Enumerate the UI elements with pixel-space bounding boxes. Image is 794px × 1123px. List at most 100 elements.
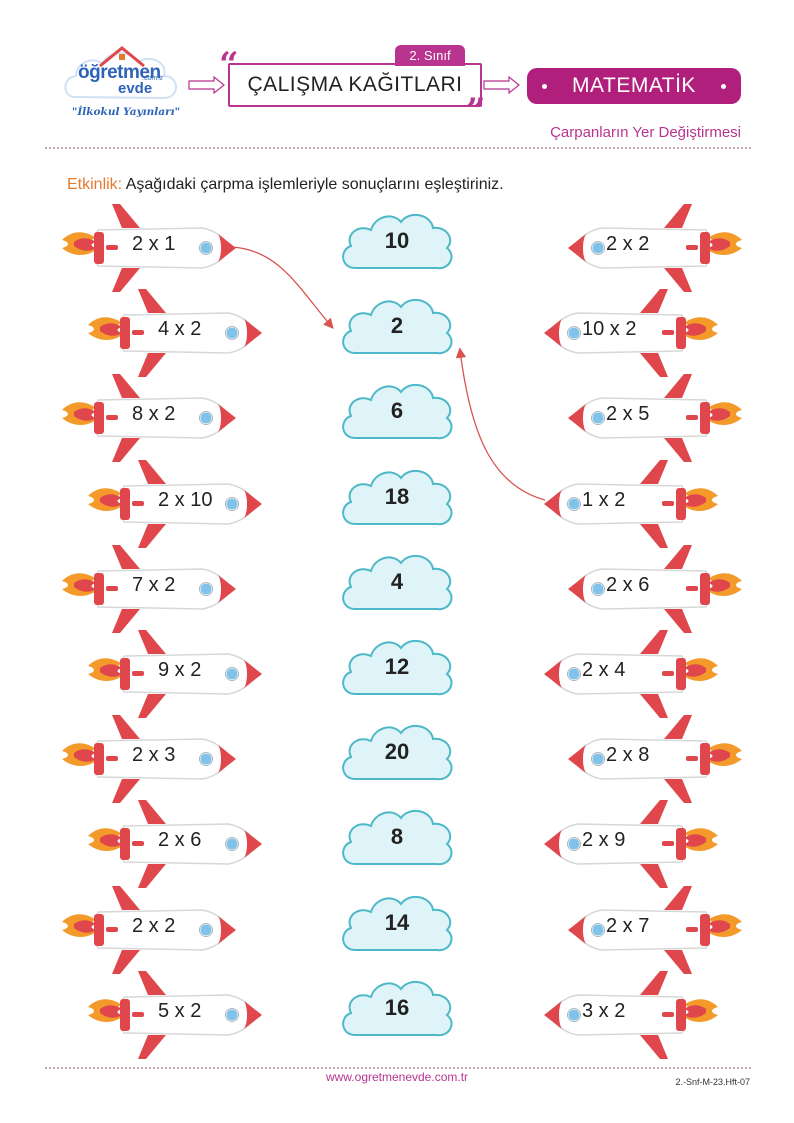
right-rocket-expression: 1 x 2: [582, 488, 626, 511]
rocket-icon: [88, 800, 262, 889]
answer-cloud-number: 10: [384, 228, 410, 253]
right-rocket-expression: 3 x 2: [582, 999, 626, 1022]
subject-badge: MATEMATİK: [527, 68, 741, 104]
cloud-shape: [342, 554, 453, 610]
right-rocket[interactable]: 2 x 6: [564, 541, 744, 637]
right-rocket[interactable]: 1 x 2: [540, 456, 720, 552]
rocket-icon: [62, 715, 236, 804]
bullet-icon: [721, 83, 727, 89]
left-rocket[interactable]: 2 x 1: [60, 200, 240, 296]
rocket-icon: [544, 289, 718, 378]
answer-cloud[interactable]: 20: [335, 717, 459, 789]
right-rocket[interactable]: 2 x 2: [564, 200, 744, 296]
left-rocket[interactable]: 2 x 2: [60, 882, 240, 978]
answer-cloud[interactable]: 8: [335, 802, 459, 874]
left-rocket-expression: 2 x 2: [132, 914, 176, 937]
answer-cloud[interactable]: 12: [335, 632, 459, 704]
rocket-icon: [568, 544, 742, 633]
cloud-shape: [342, 299, 453, 355]
rocket-icon: [62, 374, 236, 463]
answer-cloud[interactable]: 6: [335, 376, 459, 448]
left-rocket[interactable]: 8 x 2: [60, 370, 240, 466]
left-rocket[interactable]: 2 x 3: [60, 711, 240, 807]
rocket-icon: [544, 630, 718, 718]
right-rocket-expression: 2 x 7: [606, 914, 650, 937]
right-rocket-expression: 2 x 4: [582, 659, 626, 681]
publisher-logo: öğretmen evde .com.tr "İlkokul Yayınları…: [60, 42, 185, 132]
cloud-shape: [342, 639, 453, 696]
rocket-icon: [62, 204, 236, 292]
left-rocket[interactable]: 4 x 2: [86, 285, 266, 381]
answer-cloud-number: 14: [384, 909, 410, 935]
right-rocket[interactable]: 3 x 2: [540, 967, 720, 1063]
answer-cloud[interactable]: 14: [335, 888, 459, 960]
answer-cloud-number: 2: [390, 313, 404, 339]
left-rocket-expression: 9 x 2: [158, 659, 202, 681]
footer-code: 2.-Snf-M-23.Hft-07: [675, 1077, 750, 1087]
answer-cloud[interactable]: 16: [335, 973, 459, 1045]
rocket-icon: [62, 885, 236, 974]
rocket-icon: [88, 630, 262, 718]
right-rocket[interactable]: 2 x 5: [564, 370, 744, 466]
left-rocket[interactable]: 2 x 10: [86, 456, 266, 552]
left-rocket[interactable]: 2 x 6: [86, 796, 266, 892]
logo-cloud-house: [64, 46, 177, 100]
answer-cloud[interactable]: 4: [335, 547, 459, 619]
left-rocket[interactable]: 5 x 2: [86, 967, 266, 1063]
rocket-icon: [568, 715, 742, 804]
rocket-icon: [568, 204, 742, 292]
footer-divider: [45, 1067, 751, 1069]
rocket-icon: [88, 970, 262, 1059]
left-rocket[interactable]: 7 x 2: [60, 541, 240, 637]
left-rocket-expression: 8 x 2: [132, 403, 176, 426]
cloud-shape: [342, 213, 453, 270]
close-quote-mark: ”: [466, 91, 486, 131]
arrow-outline-icon: [483, 76, 520, 94]
logo-domain: .com.tr: [142, 75, 164, 82]
left-rocket-expression: 7 x 2: [132, 573, 176, 596]
right-rocket[interactable]: 2 x 9: [540, 796, 720, 892]
right-rocket[interactable]: 2 x 7: [564, 882, 744, 978]
logo-word: öğretmen: [78, 62, 161, 83]
left-rocket-expression: 2 x 3: [132, 744, 176, 767]
rocket-icon: [568, 374, 742, 463]
header-divider: [45, 147, 751, 149]
answer-cloud-number: 20: [384, 739, 410, 765]
left-rocket-expression: 2 x 10: [158, 488, 213, 511]
right-rocket-expression: 10 x 2: [582, 318, 637, 341]
right-rocket[interactable]: 10 x 2: [540, 285, 720, 381]
left-rocket-expression: 2 x 1: [132, 233, 176, 255]
left-rocket-expression: 5 x 2: [158, 999, 202, 1022]
title-box: ÇALIŞMA KAĞITLARI: [228, 63, 482, 107]
topic-title: Çarpanların Yer Değiştirmesi: [550, 124, 741, 141]
answer-cloud[interactable]: 10: [335, 206, 459, 278]
bullet-icon: [541, 83, 547, 89]
cloud-shape: [342, 384, 453, 440]
left-rocket[interactable]: 9 x 2: [86, 626, 266, 722]
instruction: Etkinlik: Aşağıdaki çarpma işlemleriyle …: [67, 176, 504, 194]
grade-tab: 2. Sınıf: [395, 45, 465, 66]
logo-subtitle: "İlkokul Yayınları": [71, 106, 181, 118]
answer-cloud-number: 8: [390, 824, 404, 850]
answer-cloud-number: 6: [390, 398, 404, 424]
answer-cloud[interactable]: 18: [335, 462, 459, 534]
right-rocket-expression: 2 x 5: [606, 403, 650, 426]
right-rocket[interactable]: 2 x 4: [540, 626, 720, 722]
answer-cloud-number: 18: [384, 483, 410, 509]
logo-word-2: evde: [118, 80, 153, 97]
cloud-shape: [342, 725, 453, 781]
left-rocket-expression: 2 x 6: [158, 829, 202, 852]
answer-cloud-number: 16: [384, 994, 410, 1020]
right-rocket-expression: 2 x 6: [606, 573, 650, 596]
cloud-shape: [342, 810, 453, 866]
right-rocket-expression: 2 x 9: [582, 829, 626, 852]
instruction-label: Etkinlik:: [67, 176, 123, 193]
answer-cloud[interactable]: 2: [335, 291, 459, 363]
right-rocket[interactable]: 2 x 8: [564, 711, 744, 807]
arrow-outline-icon: [188, 76, 225, 94]
subject-label: MATEMATİK: [572, 74, 696, 97]
right-rocket-expression: 2 x 8: [606, 744, 650, 767]
footer-url: www.ogretmenevde.com.tr: [325, 1070, 469, 1084]
